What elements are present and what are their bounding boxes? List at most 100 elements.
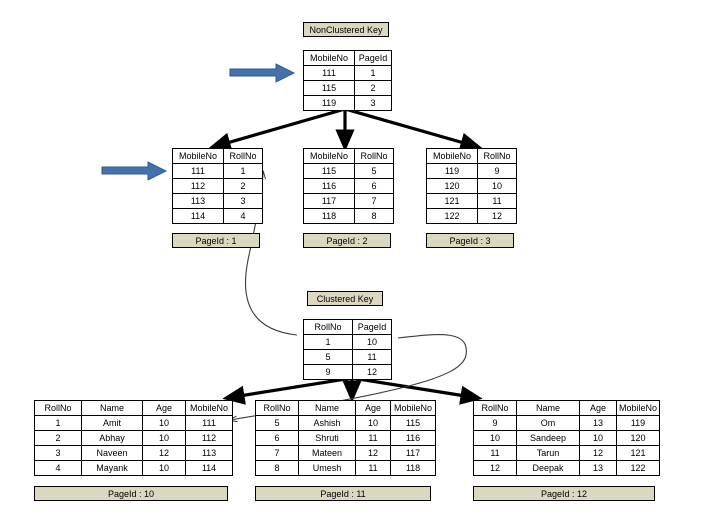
clustered-leaf-12-col-name: Name [516,400,580,416]
nonclustered-root-cell-r2c0: 119 [303,95,355,111]
nonclustered-key-label: NonClustered Key [303,22,389,37]
clustered-leaf-12-cell-r0c2: 13 [579,415,617,431]
clustered-key-label: Clustered Key [307,291,383,306]
clustered-leaf-10-cell-r3c2: 10 [142,460,186,476]
nonclustered-leaf-2-cell-r0c1: 5 [354,163,394,179]
nonclustered-root-col-mobileno: MobileNo [303,50,355,66]
clustered-root-cell-r2c1: 12 [352,364,392,380]
nonclustered-root-to-leaves [208,107,483,152]
nonclustered-leaf-1-cell-r0c1: 1 [223,163,263,179]
clustered-leaf-12-cell-r2c1: Tarun [516,445,580,461]
nonclustered-leaf-1-col-rollno: RollNo [223,148,263,164]
pageid-label-10: PageId : 10 [34,486,228,501]
nonclustered-leaf-3-col-rollno: RollNo [477,148,517,164]
nonclustered-leaf-2-cell-r1c1: 6 [354,178,394,194]
clustered-leaf-11-col-mobileno: MobileNo [390,400,436,416]
clustered-leaf-11-cell-r2c1: Mateen [298,445,356,461]
nonclustered-leaf-1-cell-r3c0: 114 [172,208,224,224]
clustered-leaf-12-cell-r2c3: 121 [616,445,660,461]
nonclustered-leaf-3-cell-r0c0: 119 [426,163,478,179]
clustered-leaf-12-cell-r3c2: 13 [579,460,617,476]
nonclustered-leaf-3-cell-r2c0: 121 [426,193,478,209]
clustered-leaf-10-cell-r3c0: 4 [34,460,82,476]
clustered-leaf-12-cell-r0c3: 119 [616,415,660,431]
nonclustered-leaf-1-cell-r2c0: 113 [172,193,224,209]
clustered-leaf-11-cell-r2c2: 12 [355,445,391,461]
nonclustered-leaf-3-cell-r3c1: 12 [477,208,517,224]
clustered-leaf-10-col-mobileno: MobileNo [185,400,233,416]
nonclustered-root-cell-r1c0: 115 [303,80,355,96]
nonclustered-leaf-1-cell-r3c1: 4 [223,208,263,224]
clustered-leaf-10-cell-r3c1: Mayank [81,460,143,476]
nonclustered-leaf-2-cell-r3c0: 118 [303,208,355,224]
clustered-leaf-12-cell-r1c2: 10 [579,430,617,446]
clustered-leaf-12-cell-r2c2: 12 [579,445,617,461]
clustered-leaf-11-cell-r1c0: 6 [255,430,299,446]
clustered-leaf-10-col-age: Age [142,400,186,416]
clustered-leaf-10-cell-r0c2: 10 [142,415,186,431]
clustered-leaf-11-cell-r1c1: Shruti [298,430,356,446]
clustered-leaf-10-col-rollno: RollNo [34,400,82,416]
clustered-leaf-10-cell-r1c0: 2 [34,430,82,446]
clustered-root-cell-r1c0: 5 [303,349,353,365]
nonclustered-leaf-3-cell-r1c1: 10 [477,178,517,194]
clustered-leaf-10-cell-r2c0: 3 [34,445,82,461]
nonclustered-leaf-1-cell-r1c1: 2 [223,178,263,194]
clustered-leaf-12-col-age: Age [579,400,617,416]
pageid-label-12: PageId : 12 [473,486,655,501]
nonclustered-root-col-pageid: PageId [354,50,392,66]
clustered-leaf-11-col-name: Name [298,400,356,416]
nonclustered-leaf-1-col-mobileno: MobileNo [172,148,224,164]
clustered-leaf-11-col-age: Age [355,400,391,416]
nonclustered-root-cell-r2c1: 3 [354,95,392,111]
clustered-leaf-11-cell-r3c2: 11 [355,460,391,476]
clustered-leaf-12-cell-r3c3: 122 [616,460,660,476]
pageid-label-11: PageId : 11 [255,486,431,501]
clustered-leaf-11-cell-r1c2: 11 [355,430,391,446]
clustered-leaf-12-cell-r1c1: Sandeep [516,430,580,446]
clustered-leaf-12-cell-r0c1: Om [516,415,580,431]
clustered-leaf-11-cell-r2c0: 7 [255,445,299,461]
clustered-leaf-10-cell-r0c1: Amit [81,415,143,431]
clustered-root-cell-r1c1: 11 [352,349,392,365]
nonclustered-root-cell-r1c1: 2 [354,80,392,96]
clustered-leaf-10-col-name: Name [81,400,143,416]
clustered-leaf-12-cell-r2c0: 11 [473,445,517,461]
nonclustered-leaf-2-cell-r2c0: 117 [303,193,355,209]
nonclustered-leaf-3-cell-r1c0: 120 [426,178,478,194]
clustered-root-col-rollno: RollNo [303,319,353,335]
clustered-leaf-12-col-mobileno: MobileNo [616,400,660,416]
